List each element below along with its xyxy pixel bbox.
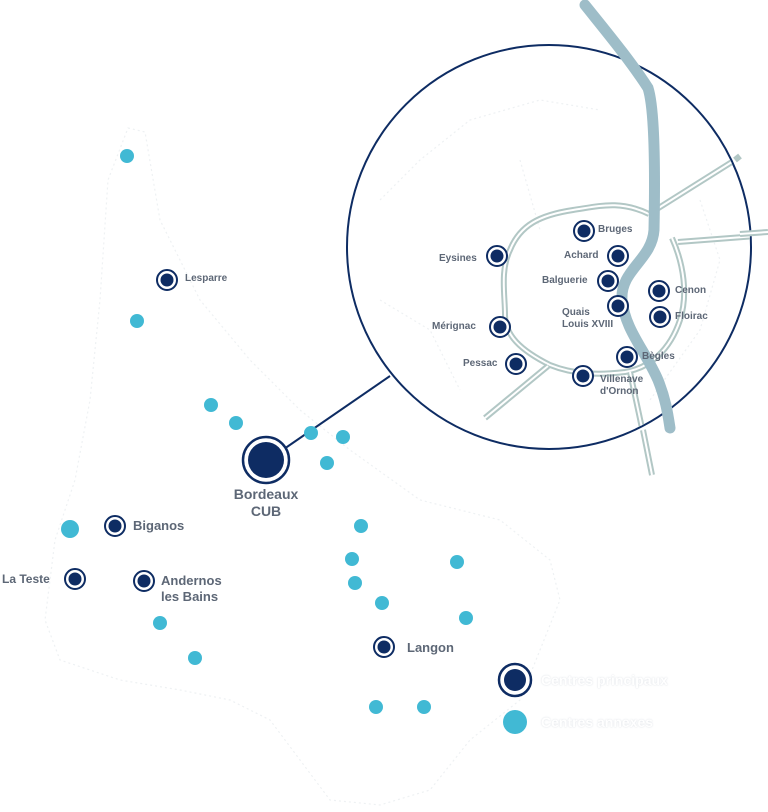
label-lesparre: Lesparre: [185, 273, 228, 284]
annex-centre-dot: [336, 430, 350, 444]
annex-centre-dot: [459, 611, 473, 625]
annex-centre-dot: [304, 426, 318, 440]
label-achard: Achard: [564, 250, 599, 261]
annex-centre-dot: [320, 456, 334, 470]
annex-centre-dot: [345, 552, 359, 566]
annex-centre-dot: [348, 576, 362, 590]
river-garonne: [579, 0, 676, 434]
label-langon: Langon: [407, 640, 454, 655]
annex-centres: [61, 149, 473, 714]
principal-centre-marker: [64, 568, 86, 590]
legend-principal-marker: [497, 662, 533, 698]
zoom-communes: [379, 99, 721, 401]
annex-centre-dot: [450, 555, 464, 569]
label-villenave: Villenave d'Ornon: [600, 374, 644, 397]
principal-centres: [64, 269, 395, 658]
principal-centre-marker: [373, 636, 395, 658]
zoom-centres: [486, 220, 671, 387]
annex-centre-dot: [188, 651, 202, 665]
label-bruges: Bruges: [598, 224, 633, 235]
zoom-centre-marker: [489, 316, 511, 338]
zoom-centre-marker: [607, 295, 629, 317]
label-floirac: Floirac: [675, 311, 708, 322]
label-merignac: Mérignac: [432, 321, 476, 332]
label-begles: Bègles: [642, 351, 675, 362]
annex-centre-dot: [354, 519, 368, 533]
zoom-centre-marker: [486, 245, 508, 267]
zoom-centre-marker: [649, 306, 671, 328]
zoom-centre-marker: [573, 220, 595, 242]
label-eysines: Eysines: [439, 253, 477, 264]
annex-centre-dot: [120, 149, 134, 163]
zoom-centre-marker: [572, 365, 594, 387]
label-cenon: Cenon: [675, 285, 707, 296]
label-pessac: Pessac: [463, 358, 498, 369]
legend-annex-label: Centres annexes: [541, 714, 654, 730]
principal-centre-marker: [156, 269, 178, 291]
annex-centre-dot: [375, 596, 389, 610]
label-andernos: Andernos les Bains: [161, 573, 222, 604]
zoom-centre-marker: [597, 270, 619, 292]
annex-centre-dot: [417, 700, 431, 714]
annex-centre-dot: [369, 700, 383, 714]
label-biganos: Biganos: [133, 518, 185, 533]
zoom-centre-marker: [505, 353, 527, 375]
zoom-centre-marker: [607, 245, 629, 267]
legend-principal-label: Centres principaux: [541, 672, 668, 688]
label-bordeaux: Bordeaux CUB: [233, 486, 299, 519]
label-quais-louis-xviii: Quais Louis XVIII: [562, 307, 614, 330]
annex-centre-dot: [130, 314, 144, 328]
zoom-centre-marker: [648, 280, 670, 302]
principal-centre-marker: [104, 515, 126, 537]
annex-centre-dot: [204, 398, 218, 412]
legend-annex-marker: [503, 710, 527, 734]
label-la-teste: La Teste: [2, 572, 50, 586]
annex-centre-dot: [153, 616, 167, 630]
annex-centre-dot: [61, 520, 79, 538]
zoom-centre-marker: [616, 346, 638, 368]
zoom-connector: [283, 375, 391, 450]
zoom-circle: [346, 44, 752, 450]
principal-centre-marker: [133, 570, 155, 592]
annex-centre-dot: [229, 416, 243, 430]
label-balguerie: Balguerie: [542, 275, 588, 286]
bordeaux-marker: [241, 435, 291, 485]
